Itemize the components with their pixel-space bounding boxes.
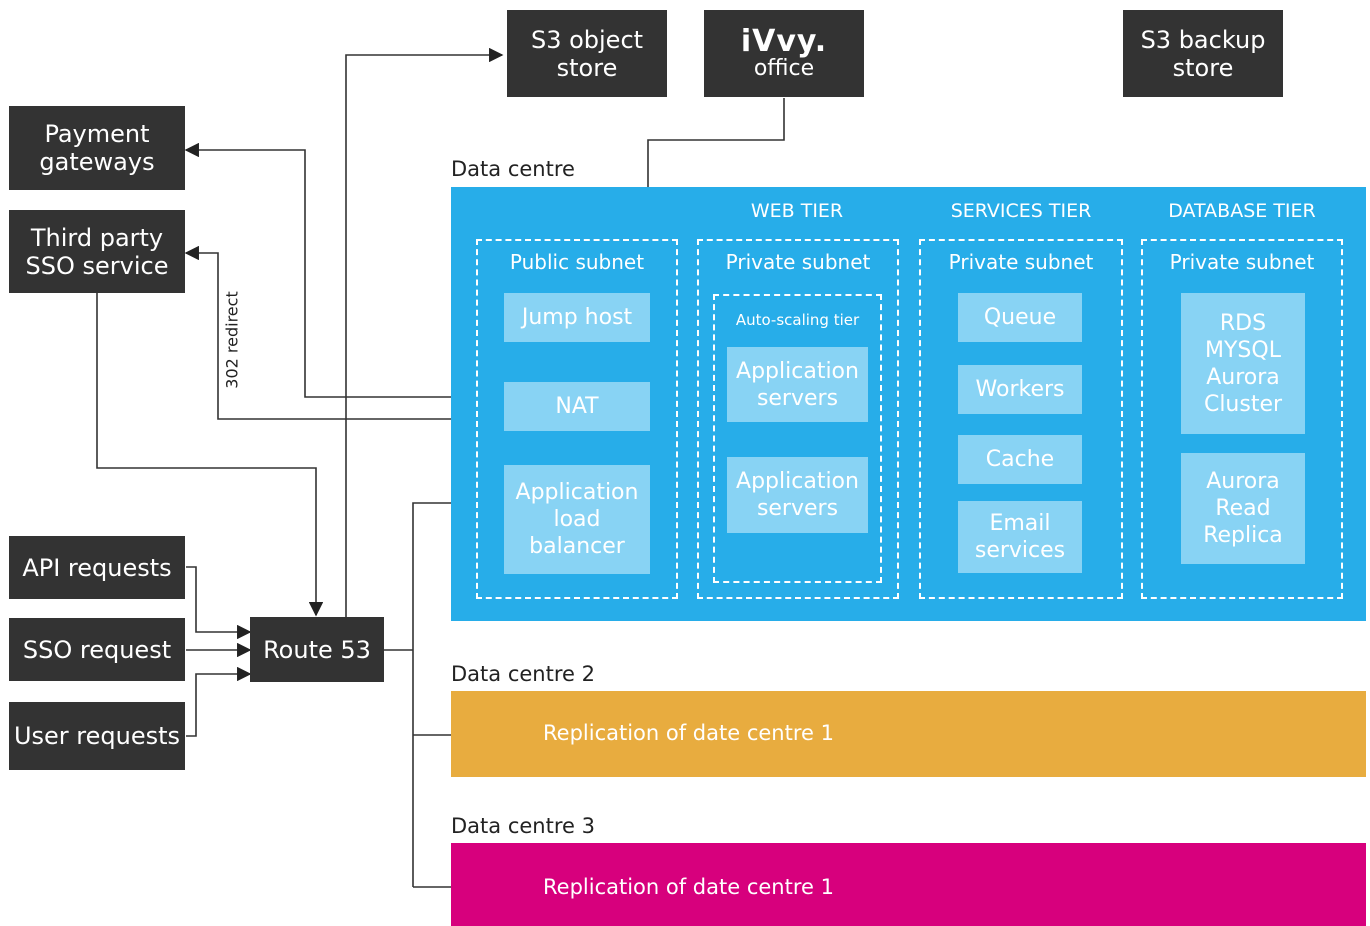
third-party-sso-label: Third party SSO service: [25, 223, 169, 280]
queue-box: Queue: [958, 293, 1082, 342]
nat-to-payment-line: [184, 142, 502, 398]
services-private-subnet-label: Private subnet: [948, 250, 1094, 274]
nat-to-sso-line: [184, 245, 502, 420]
route53-to-s3-line: [345, 47, 504, 617]
autoscaling-label: Auto-scaling tier: [735, 311, 860, 329]
ivvy-office-box: iVvy. office: [704, 10, 864, 97]
email-services-box: Email services: [958, 501, 1082, 573]
s3-backup-store-label: S3 backup store: [1140, 25, 1266, 82]
payment-gateways-label: Payment gateways: [39, 120, 155, 176]
web-tier-label: WEB TIER: [750, 200, 844, 222]
s3-object-store-box: S3 object store: [507, 10, 667, 97]
public-subnet-label: Public subnet: [509, 250, 645, 274]
queue-label: Queue: [983, 305, 1057, 330]
workers-box: Workers: [958, 365, 1082, 414]
api-requests-label: API requests: [22, 553, 172, 582]
datacentre3-panel: [451, 843, 1366, 926]
database-private-subnet: [1141, 239, 1343, 599]
datacentre2-text: Replication of date centre 1: [543, 721, 834, 745]
user-requests-label: User requests: [13, 722, 181, 750]
services-private-subnet: [919, 239, 1123, 599]
datacentre3-text: Replication of date centre 1: [543, 875, 834, 899]
s3-backup-store-box: S3 backup store: [1123, 10, 1283, 97]
route53-box: Route 53: [250, 617, 384, 682]
user-to-route53-line: [186, 666, 252, 737]
public-subnet: [476, 239, 678, 599]
autoscaling-group: [713, 294, 882, 583]
api-requests-box: API requests: [9, 536, 185, 599]
database-tier-label: DATABASE TIER: [1168, 200, 1316, 222]
datacentre2-label: Data centre 2: [451, 662, 595, 686]
jump-host-box: Jump host: [504, 293, 650, 342]
user-requests-box: User requests: [9, 702, 185, 770]
sso-request-label: SSO request: [22, 635, 172, 664]
ivvy-office-label: office: [753, 55, 815, 81]
ivvy-logo: iVvy.: [740, 23, 828, 59]
third-party-sso-box: Third party SSO service: [9, 210, 185, 293]
services-tier-label: SERVICES TIER: [950, 200, 1092, 222]
jump-host-label: Jump host: [521, 305, 633, 330]
redirect-label: 302 redirect: [222, 291, 242, 389]
web-private-subnet: [697, 239, 899, 599]
cache-label: Cache: [985, 447, 1055, 472]
rds-aurora-cluster-label: RDS MYSQL Aurora Cluster: [1203, 310, 1283, 417]
api-to-route53-line: [186, 566, 252, 640]
datacentre2-panel: [451, 691, 1366, 777]
payment-gateways-box: Payment gateways: [9, 106, 185, 190]
web-private-subnet-label: Private subnet: [725, 250, 871, 274]
sso-request-box: SSO request: [9, 618, 185, 681]
rds-aurora-cluster-box: RDS MYSQL Aurora Cluster: [1181, 293, 1305, 434]
datacentre3-label: Data centre 3: [451, 814, 595, 838]
s3-object-store-label: S3 object store: [530, 25, 644, 82]
email-services-label: Email services: [974, 511, 1066, 563]
app-server-label-1: Application servers: [736, 358, 859, 411]
nat-box: NAT: [504, 382, 650, 431]
app-server-label-2: Application servers: [736, 469, 859, 521]
alb-label: Application load balancer: [515, 480, 639, 559]
database-private-subnet-label: Private subnet: [1169, 250, 1315, 274]
cache-box: Cache: [958, 435, 1082, 484]
nat-label: NAT: [555, 394, 599, 419]
aurora-read-replica-label: Aurora Read Replica: [1203, 469, 1283, 548]
workers-label: Workers: [975, 377, 1065, 402]
sso-to-route53-line: [96, 292, 324, 617]
aurora-read-replica-box: Aurora Read Replica: [1181, 453, 1305, 564]
app-server-box-1: Application servers: [727, 347, 868, 422]
alb-box: Application load balancer: [504, 465, 650, 574]
datacentre1-label: Data centre: [451, 157, 575, 181]
redirect-label-wrap: 302 redirect: [220, 288, 244, 392]
route53-label: Route 53: [263, 635, 371, 664]
app-server-box-2: Application servers: [727, 457, 868, 533]
